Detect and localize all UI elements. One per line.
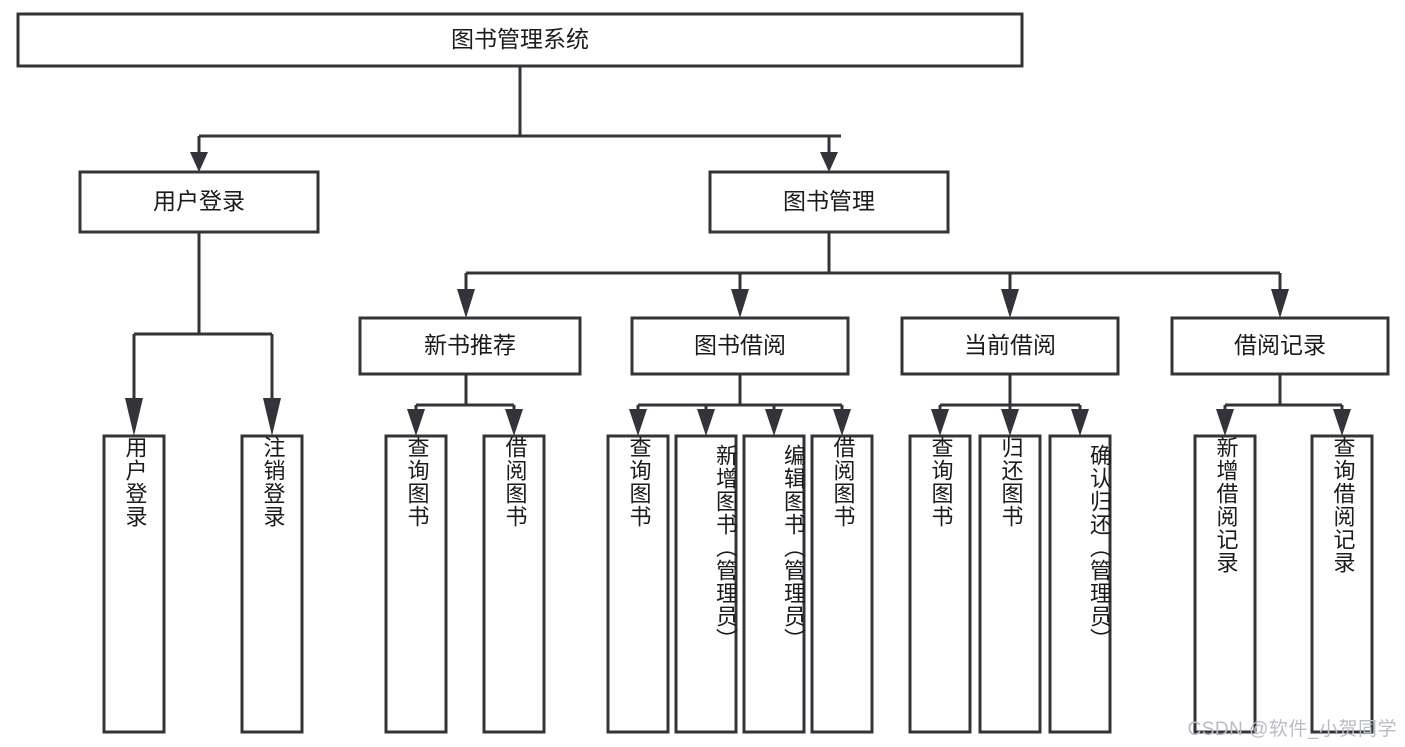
node-leaf-return-book-rect[interactable]	[978, 434, 1042, 734]
arrowhead-current-borrow	[1001, 289, 1019, 318]
connector-group-user-login	[125, 232, 281, 436]
node-root[interactable]: 图书管理系统	[16, 12, 1024, 68]
arrowhead-leaf-query-book-rec	[407, 409, 425, 436]
node-user-login-rect[interactable]	[78, 170, 320, 234]
node-leaf-borrow-book-rec-rect[interactable]	[482, 434, 546, 734]
arrowhead-leaf-borrow-book-rec	[505, 409, 523, 436]
node-new-book-recommend[interactable]: 新书推荐	[358, 316, 582, 376]
connector-group-new-book-recommend	[407, 374, 523, 436]
node-book-borrow-label: 图书借阅	[694, 332, 786, 358]
arrowhead-leaf-query-book-cb	[931, 409, 949, 436]
connector-group-borrow-record	[1216, 374, 1351, 436]
node-root-label: 图书管理系统	[451, 26, 589, 52]
arrowhead-book-borrow	[731, 289, 749, 318]
node-book-manage-label: 图书管理	[783, 188, 875, 214]
node-user-login-label: 用户登录	[153, 188, 245, 214]
arrowhead-leaf-logout	[263, 398, 281, 436]
csdn-watermark: CSDN @软件_小贺同学	[1187, 719, 1397, 740]
connector-group-current-borrow	[931, 374, 1089, 436]
node-leaf-borrow-book-bb-rect[interactable]	[810, 434, 874, 734]
arrowhead-new-book-recommend	[457, 289, 475, 318]
arrowhead-leaf-query-book-bb	[629, 409, 647, 436]
arrowhead-leaf-user-login	[125, 398, 143, 436]
node-leaf-query-book-cb-rect[interactable]	[908, 434, 972, 734]
connector-group-book-borrow	[629, 374, 851, 436]
node-book-borrow[interactable]: 图书借阅	[630, 316, 850, 376]
arrowhead-leaf-borrow-book-bb	[833, 409, 851, 436]
node-borrow-record-rect[interactable]	[1170, 316, 1390, 376]
node-leaf-confirm-return-rect[interactable]	[1048, 434, 1112, 734]
node-new-book-recommend-label: 新书推荐	[424, 332, 516, 358]
node-leaf-user-login-rect[interactable]	[102, 434, 166, 734]
connector-group-book-manage	[457, 232, 1289, 318]
node-user-login[interactable]: 用户登录	[78, 170, 320, 234]
node-leaf-query-record-rect[interactable]	[1310, 434, 1374, 734]
node-current-borrow-label: 当前借阅	[964, 332, 1056, 358]
node-current-borrow-rect[interactable]	[900, 316, 1120, 376]
node-leaf-add-record-rect[interactable]	[1193, 434, 1257, 734]
node-borrow-record-label: 借阅记录	[1234, 332, 1326, 358]
arrowhead-leaf-add-book	[697, 409, 715, 436]
node-current-borrow[interactable]: 当前借阅	[900, 316, 1120, 376]
node-leaf-edit-book-rect[interactable]	[742, 434, 806, 734]
node-book-manage[interactable]: 图书管理	[708, 170, 950, 234]
connector-group-root	[190, 66, 841, 172]
node-root-rect[interactable]	[16, 12, 1024, 68]
arrowhead-leaf-return-book	[1001, 409, 1019, 436]
node-book-manage-rect[interactable]	[708, 170, 950, 234]
node-book-borrow-rect[interactable]	[630, 316, 850, 376]
arrowhead-book-manage	[820, 152, 838, 172]
node-new-book-recommend-rect[interactable]	[358, 316, 582, 376]
node-leaf-query-book-bb-rect[interactable]	[606, 434, 670, 734]
node-leaf-query-book-rec-rect[interactable]	[384, 434, 448, 734]
arrowhead-leaf-add-record	[1216, 409, 1234, 436]
node-borrow-record[interactable]: 借阅记录	[1170, 316, 1390, 376]
arrowhead-leaf-query-record	[1333, 409, 1351, 436]
arrowhead-user-login	[190, 152, 208, 172]
arrowhead-leaf-confirm-return	[1071, 409, 1089, 436]
node-leaf-logout-rect[interactable]	[240, 434, 304, 734]
arrowhead-leaf-edit-book	[765, 409, 783, 436]
node-leaf-add-book-rect[interactable]	[674, 434, 738, 734]
arrowhead-borrow-record	[1271, 289, 1289, 318]
